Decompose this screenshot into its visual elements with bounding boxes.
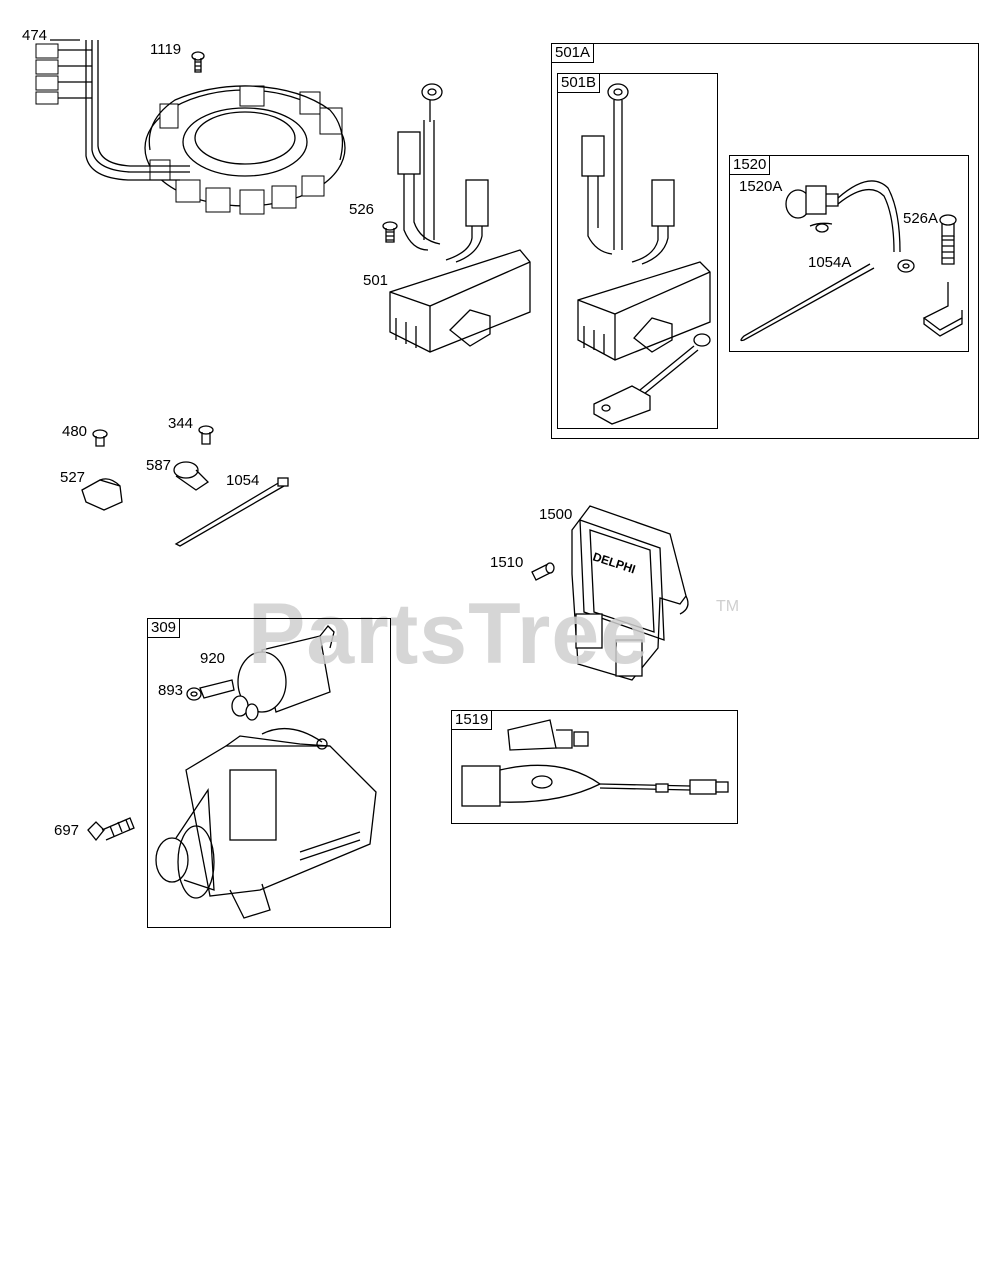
watermark-brand: PartsTree [248, 586, 650, 682]
callout-1500[interactable]: 1500 [539, 506, 573, 523]
cable-tie-1054-drawing [174, 477, 289, 547]
group-box-501A: 501A [551, 43, 979, 439]
callout-893[interactable]: 893 [158, 682, 184, 699]
callout-480[interactable]: 480 [62, 423, 88, 440]
callout-1054[interactable]: 1054 [226, 472, 260, 489]
group-box-309: 309 [147, 618, 391, 928]
callout-697[interactable]: 697 [54, 822, 80, 839]
bolt-697-drawing [87, 817, 135, 842]
screw-480-drawing [92, 429, 108, 447]
callout-344[interactable]: 344 [168, 415, 194, 432]
callout-587[interactable]: 587 [146, 457, 172, 474]
callout-920[interactable]: 920 [200, 650, 226, 667]
callout-1119[interactable]: 1119 [150, 41, 182, 58]
regulator-501-drawing [389, 83, 531, 353]
callout-1520A[interactable]: 1520A [739, 178, 783, 195]
clamp-587-drawing [173, 461, 210, 491]
screw-1119-drawing [191, 51, 205, 73]
group-tag-1520: 1520 [730, 156, 771, 175]
screw-344-drawing [198, 425, 214, 445]
group-box-501B: 501B [557, 73, 718, 429]
callout-1054A[interactable]: 1054A [808, 254, 852, 271]
usb-tool-1519-drawing [461, 719, 729, 807]
group-tag-501A: 501A [552, 44, 595, 63]
callout-526[interactable]: 526 [349, 201, 375, 218]
ecu-1500-drawing: DELPHI [571, 505, 689, 681]
solenoid-920-drawing [199, 625, 335, 721]
callout-501[interactable]: 501 [363, 272, 389, 289]
callout-474[interactable]: 474 [22, 27, 48, 44]
group-tag-1519: 1519 [452, 711, 493, 730]
screw-1510-drawing [531, 562, 555, 581]
stator-474-drawing [35, 39, 346, 215]
callout-527[interactable]: 527 [60, 469, 86, 486]
callout-526A[interactable]: 526A [903, 210, 939, 227]
group-tag-501B: 501B [558, 74, 601, 93]
group-box-1520: 1520 [729, 155, 969, 352]
clip-527-drawing [81, 478, 123, 511]
watermark-trademark: TM [716, 598, 740, 615]
callout-1510[interactable]: 1510 [490, 554, 524, 571]
nut-893-drawing [186, 687, 202, 701]
group-box-1519: 1519 [451, 710, 738, 824]
bolt-526-drawing [382, 221, 398, 243]
sensor-1520-drawing [740, 180, 963, 342]
group-tag-309: 309 [148, 619, 181, 638]
regulator-501B-drawing [577, 83, 711, 425]
starter-motor-drawing [155, 728, 377, 919]
